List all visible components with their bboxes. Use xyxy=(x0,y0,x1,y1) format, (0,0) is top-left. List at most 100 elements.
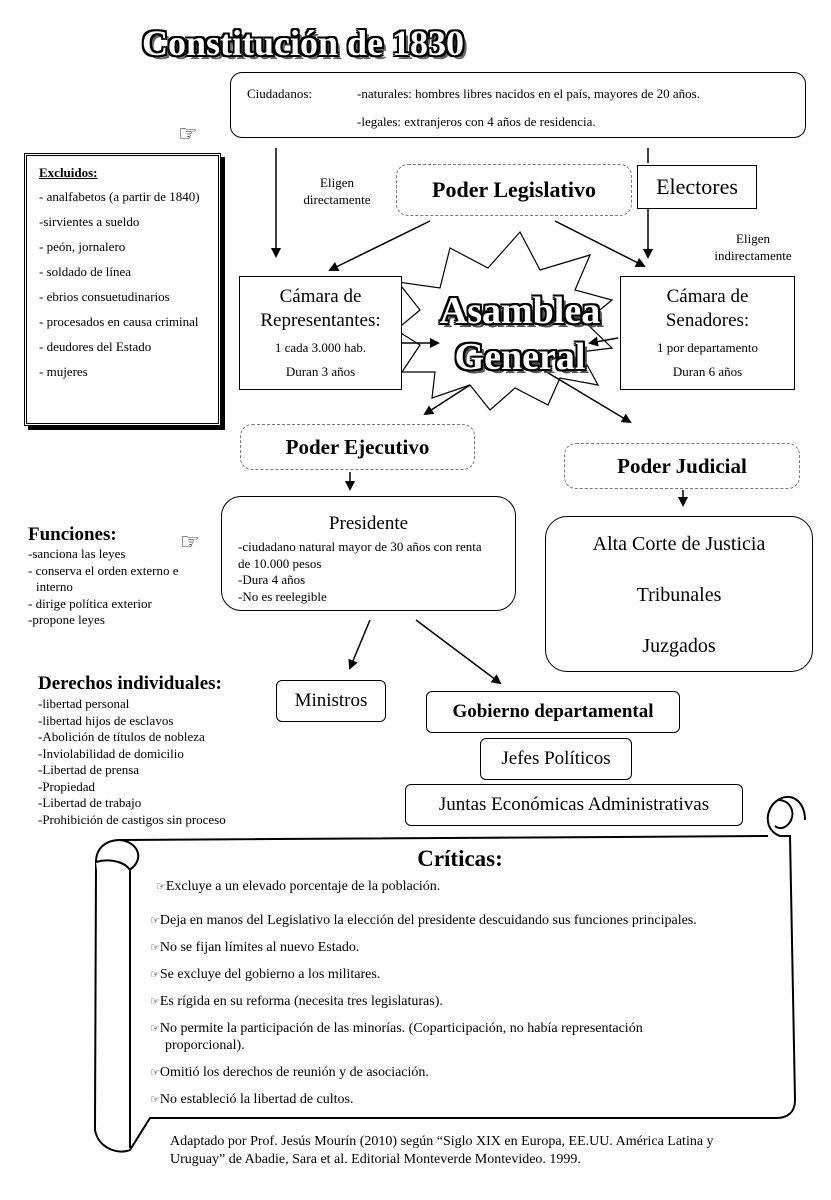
camara-representantes-box: Cámara de Representantes: 1 cada 3.000 h… xyxy=(239,276,402,390)
list-item: -Libertad de prensa xyxy=(38,762,140,777)
asamblea-word: Asamblea xyxy=(439,290,601,332)
footer-line: Uruguay” de Abadie, Sara et al. Editoria… xyxy=(170,1152,581,1167)
critica-text: Omitió los derechos de reunión y de asoc… xyxy=(159,1065,429,1080)
list-item: -No es reelegible xyxy=(238,588,327,604)
list-item: - mujeres xyxy=(39,364,88,379)
pointing-hand-icon: ☞ xyxy=(150,941,160,954)
juntas-box: Juntas Económicas Administrativas xyxy=(405,784,743,826)
list-item: - deudores del Estado xyxy=(39,339,152,354)
critica-text: No permite la participación de las minor… xyxy=(159,1021,643,1036)
ciudadanos-label: Ciudadanos: xyxy=(247,86,312,101)
pointing-hand-icon: ☞ xyxy=(150,1066,160,1079)
poder-judicial-box: Poder Judicial xyxy=(564,443,800,489)
list-item: -libertad personal xyxy=(38,696,130,711)
presidente-details: -ciudadano natural mayor de 30 años con … xyxy=(238,539,513,605)
tribunales-label: Tribunales xyxy=(636,584,722,606)
excluidos-heading: Excluidos: xyxy=(39,165,98,180)
pointing-hand-icon: ☞ xyxy=(150,995,160,1008)
eligen-indirectamente-label: Eligen indirectamente xyxy=(698,230,808,264)
judicial-chain-box: Alta Corte de Justicia Tribunales Juzgad… xyxy=(545,516,813,672)
pointing-hand-icon: ☞ xyxy=(156,880,166,893)
list-item: -propone leyes xyxy=(28,612,105,627)
list-item: ☞Se excluye del gobierno a los militares… xyxy=(150,966,780,983)
asamblea-general-label: Asamblea General xyxy=(430,288,610,380)
list-item: ☞Es rígida en su reforma (necesita tres … xyxy=(150,993,780,1010)
eligen-directamente-label: Eligen directamente xyxy=(292,174,382,208)
list-item: - analfabetos (a partir de 1840) xyxy=(39,189,200,204)
criticas-list: ☞Excluye a un elevado porcentaje de la p… xyxy=(150,878,780,1108)
ciudadanos-naturales: -naturales: hombres libres nacidos en el… xyxy=(357,86,700,101)
pointing-hand-icon: ☞ xyxy=(180,530,200,555)
pointing-hand-icon: ☞ xyxy=(150,1022,160,1035)
camara-representantes-name-1: Cámara de xyxy=(279,286,362,307)
camara-senadores-name-1: Cámara de xyxy=(666,286,749,307)
jefes-politicos-box: Jefes Políticos xyxy=(480,738,632,780)
juzgados-label: Juzgados xyxy=(642,635,716,657)
camara-senadores-duration: Duran 6 años xyxy=(672,364,743,379)
electores-box: Electores xyxy=(637,165,757,209)
label-line: directamente xyxy=(303,192,371,207)
jefes-politicos-label: Jefes Políticos xyxy=(501,748,611,769)
ciudadanos-box: Ciudadanos: -naturales: hombres libres n… xyxy=(230,72,806,138)
list-item: ☞Omitió los derechos de reunión y de aso… xyxy=(150,1064,780,1081)
camara-representantes-duration: Duran 3 años xyxy=(285,364,356,379)
list-item: -Inviolabilidad de domicilio xyxy=(38,745,184,761)
critica-text: Es rígida en su reforma (necesita tres l… xyxy=(159,994,443,1009)
poder-judicial-label: Poder Judicial xyxy=(617,454,747,478)
critica-text: No estableció la libertad de cultos. xyxy=(159,1092,354,1107)
page-title: Constitución de 1830 xyxy=(142,23,465,63)
poder-ejecutivo-label: Poder Ejecutivo xyxy=(285,435,430,459)
presidente-box: Presidente -ciudadano natural mayor de 3… xyxy=(221,496,516,611)
funciones-section: Funciones: -sanciona las leyes - conserv… xyxy=(28,524,218,629)
list-item: -Prohibición de castigos sin proceso xyxy=(38,811,226,827)
label-line: Eligen xyxy=(320,175,354,190)
gobierno-departamental-label: Gobierno departamental xyxy=(452,701,654,722)
pointing-hand-icon: ☞ xyxy=(150,968,160,981)
list-item: -sirvientes a sueldo xyxy=(39,214,140,229)
list-item: ☞Deja en manos del Legislativo la elecci… xyxy=(150,912,780,929)
ciudadanos-legales: -legales: extranjeros con 4 años de resi… xyxy=(357,114,596,129)
electores-label: Electores xyxy=(656,174,738,199)
list-item: -ciudadano natural mayor de 30 años con … xyxy=(238,539,482,554)
general-word: General xyxy=(454,336,586,378)
pointing-hand-icon: ☞ xyxy=(150,1093,160,1106)
funciones-heading: Funciones: xyxy=(28,524,117,545)
alta-corte-label: Alta Corte de Justicia xyxy=(592,533,766,555)
list-item: ☞No permite la participación de las mino… xyxy=(150,1020,780,1054)
list-item: - soldado de línea xyxy=(39,264,132,279)
list-item: ☞Excluye a un elevado porcentaje de la p… xyxy=(150,878,780,895)
list-item: ☞No estableció la libertad de cultos. xyxy=(150,1091,780,1108)
ministros-box: Ministros xyxy=(276,680,386,722)
derechos-heading: Derechos individuales: xyxy=(38,673,222,694)
list-item: ☞No se fijan límites al nuevo Estado. xyxy=(150,939,780,956)
presidente-title: Presidente xyxy=(328,513,409,534)
camara-senadores-ratio: 1 por departamento xyxy=(656,340,759,355)
poder-ejecutivo-box: Poder Ejecutivo xyxy=(240,424,475,470)
label-line: indirectamente xyxy=(714,248,792,263)
ministros-label: Ministros xyxy=(294,690,368,711)
list-item: -libertad hijos de esclavos xyxy=(38,712,174,728)
footer-credit: Adaptado por Prof. Jesús Mourín (2010) s… xyxy=(170,1133,810,1169)
excluidos-box: Excluidos: - analfabetos (a partir de 18… xyxy=(24,153,221,426)
critica-text: Excluye a un elevado porcentaje de la po… xyxy=(165,879,441,894)
camara-representantes-name-2: Representantes: xyxy=(260,310,381,331)
list-item: - peón, jornalero xyxy=(39,239,126,254)
label-line: Eligen xyxy=(736,231,770,246)
list-item: - dirige política exterior xyxy=(28,595,152,611)
list-item: -sanciona las leyes xyxy=(28,546,126,561)
list-item: - conserva el orden externo e xyxy=(28,562,179,578)
critica-text: Deja en manos del Legislativo la elecció… xyxy=(159,913,697,928)
footer-line: Adaptado por Prof. Jesús Mourín (2010) s… xyxy=(170,1134,714,1149)
poder-legislativo-box: Poder Legislativo xyxy=(396,164,632,216)
list-item: interno xyxy=(36,579,73,594)
list-item: de 10.000 pesos xyxy=(238,555,322,571)
critica-text: No se fijan límites al nuevo Estado. xyxy=(159,940,360,955)
list-item: -Abolición de títulos de nobleza xyxy=(38,729,205,744)
derechos-section: Derechos individuales: -libertad persona… xyxy=(38,672,278,828)
camara-senadores-box: Cámara de Senadores: 1 por departamento … xyxy=(620,276,795,390)
excluidos-list: - analfabetos (a partir de 1840) -sirvie… xyxy=(39,184,219,384)
list-item: - procesados en causa criminal xyxy=(39,314,199,329)
pointing-hand-icon: ☞ xyxy=(178,122,198,147)
camara-representantes-ratio: 1 cada 3.000 hab. xyxy=(274,340,367,355)
